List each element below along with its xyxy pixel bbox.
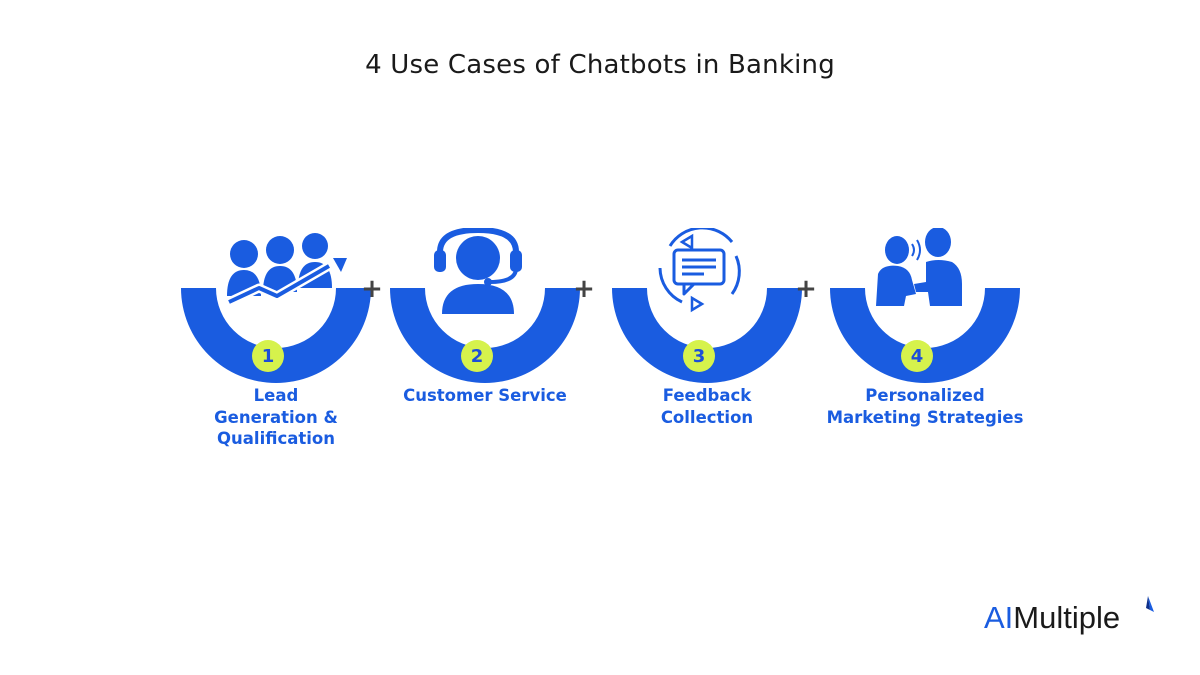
plus-connector: +: [361, 274, 383, 304]
step-number-badge: 3: [683, 340, 715, 372]
step-label: Personalized Marketing Strategies: [826, 386, 1024, 427]
step-4-arc: [830, 288, 1020, 383]
step-label: Customer Service: [403, 386, 567, 405]
headset-agent-icon: [434, 228, 522, 314]
step-number-badge: 1: [252, 340, 284, 372]
step-number-badge: 2: [461, 340, 493, 372]
logo-suffix: Multiple: [1013, 600, 1121, 635]
plus-connector: +: [573, 274, 595, 304]
step-customer-service: 2 Customer Service: [390, 228, 580, 458]
step-label: Feedback Collection: [660, 386, 754, 427]
aimultiple-logo: AIMultiple: [984, 600, 1120, 636]
chat-feedback-icon: [658, 228, 741, 313]
step-feedback-collection: 3 Feedback Collection: [612, 228, 802, 458]
page-title: 4 Use Cases of Chatbots in Banking: [365, 50, 835, 80]
step-label: Lead Generation & Qualification: [214, 386, 338, 448]
plus-connector: +: [795, 274, 817, 304]
step-number-badge: 4: [901, 340, 933, 372]
step-1-arc: [181, 288, 371, 383]
step-personalized-marketing: 4 Personalized Marketing Strategies: [827, 228, 1023, 458]
step-2-arc: [390, 288, 580, 383]
logo-accent-icon: [1146, 596, 1154, 612]
conversation-people-icon: [876, 228, 962, 306]
step-lead-generation: 1 Lead Generation & Qualification: [181, 228, 371, 458]
logo-prefix: AI: [984, 600, 1014, 635]
growth-team-icon: [227, 233, 347, 307]
step-3-arc: [612, 288, 802, 383]
